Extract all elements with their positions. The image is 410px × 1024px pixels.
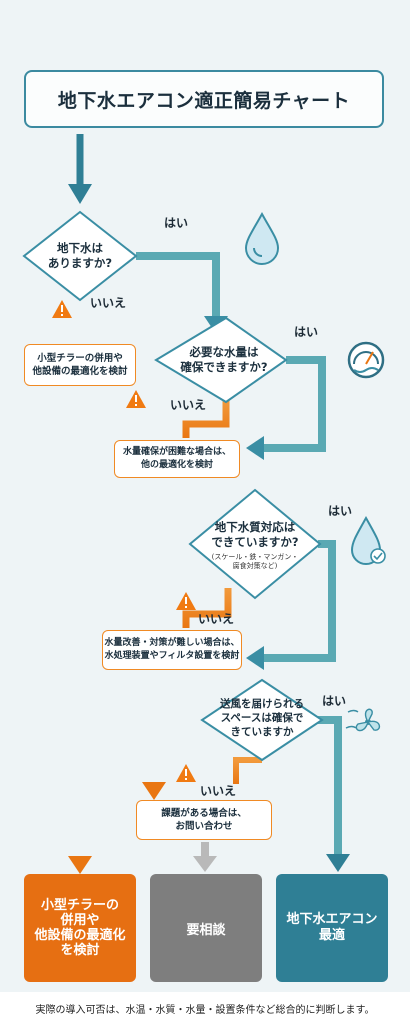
yes-path-1 (136, 252, 220, 318)
question-2-text: 必要な水量は 確保できますか? (180, 345, 268, 374)
decision-2 (154, 316, 288, 404)
warning-icon (176, 764, 196, 782)
result-optimal: 地下水エアコン 最適 (276, 874, 388, 982)
yes-label: はい (328, 504, 353, 518)
question-3-text: 地下水質対応は できていますか? (211, 520, 299, 549)
fan-icon (345, 708, 381, 732)
no-path-3 (182, 588, 232, 628)
chart-title: 地下水エアコン適正簡易チャート (57, 89, 351, 112)
decision-3 (188, 488, 322, 600)
arrowhead-start (68, 184, 92, 204)
arrowhead-no-main (68, 856, 92, 874)
decision-4 (200, 678, 324, 762)
decision-1 (22, 210, 138, 302)
yes-path-4 (318, 716, 342, 856)
no-label: いいえ (90, 296, 127, 310)
no-path-4 (233, 757, 262, 784)
warning-icon (126, 390, 146, 408)
question-4-text: 送風を届けられる スペースは確保で きていますか (220, 698, 304, 738)
yes-label: はい (164, 216, 189, 230)
arrowhead-no-2 (142, 782, 166, 800)
gauge-icon (347, 341, 385, 379)
arrowhead-consult (193, 856, 217, 872)
warning-icon (176, 592, 196, 610)
note-box-4: 課題がある場合は、 お問い合わせ (136, 800, 272, 840)
footer-note: 実際の導入可否は、水温・水質・水量・設置条件など総合的に判断します。 (0, 992, 410, 1024)
arrowhead-yes-3 (246, 646, 264, 670)
yes-label: はい (294, 325, 319, 339)
result-small-chiller: 小型チラーの 併用や 他設備の最適化 を検討 (24, 874, 136, 982)
no-label: いいえ (170, 398, 207, 412)
yes-label: はい (322, 694, 347, 708)
note-box-3: 水量改善・対策が難しい場合は、 水処理装置やフィルタ設置を検討 (102, 630, 242, 670)
question-1-text: 地下水は ありますか? (47, 241, 113, 270)
water-drop-icon (244, 211, 280, 265)
no-label: いいえ (198, 612, 235, 626)
warning-icon (52, 300, 72, 318)
no-path-2 (182, 400, 230, 438)
footer-text: 実際の導入可否は、水温・水質・水量・設置条件など総合的に判断します。 (35, 1004, 375, 1016)
yes-path-2 (262, 356, 326, 452)
result-consult: 要相談 (150, 874, 262, 982)
arrowhead-yes-4 (326, 854, 350, 872)
question-3-note: (スケール・鉄・マンガン・ 腐食対策など) (211, 553, 299, 570)
chart-title-box: 地下水エアコン適正簡易チャート (24, 70, 384, 128)
no-label: いいえ (200, 784, 237, 798)
note-box-2: 水量確保が困難な場合は、 他の最適化を検討 (114, 440, 240, 478)
yes-path-3 (262, 540, 336, 662)
arrowhead-yes-2 (246, 436, 264, 460)
note-box-1: 小型チラーの併用や 他設備の最適化を検討 (24, 344, 136, 386)
water-check-icon (350, 515, 386, 565)
